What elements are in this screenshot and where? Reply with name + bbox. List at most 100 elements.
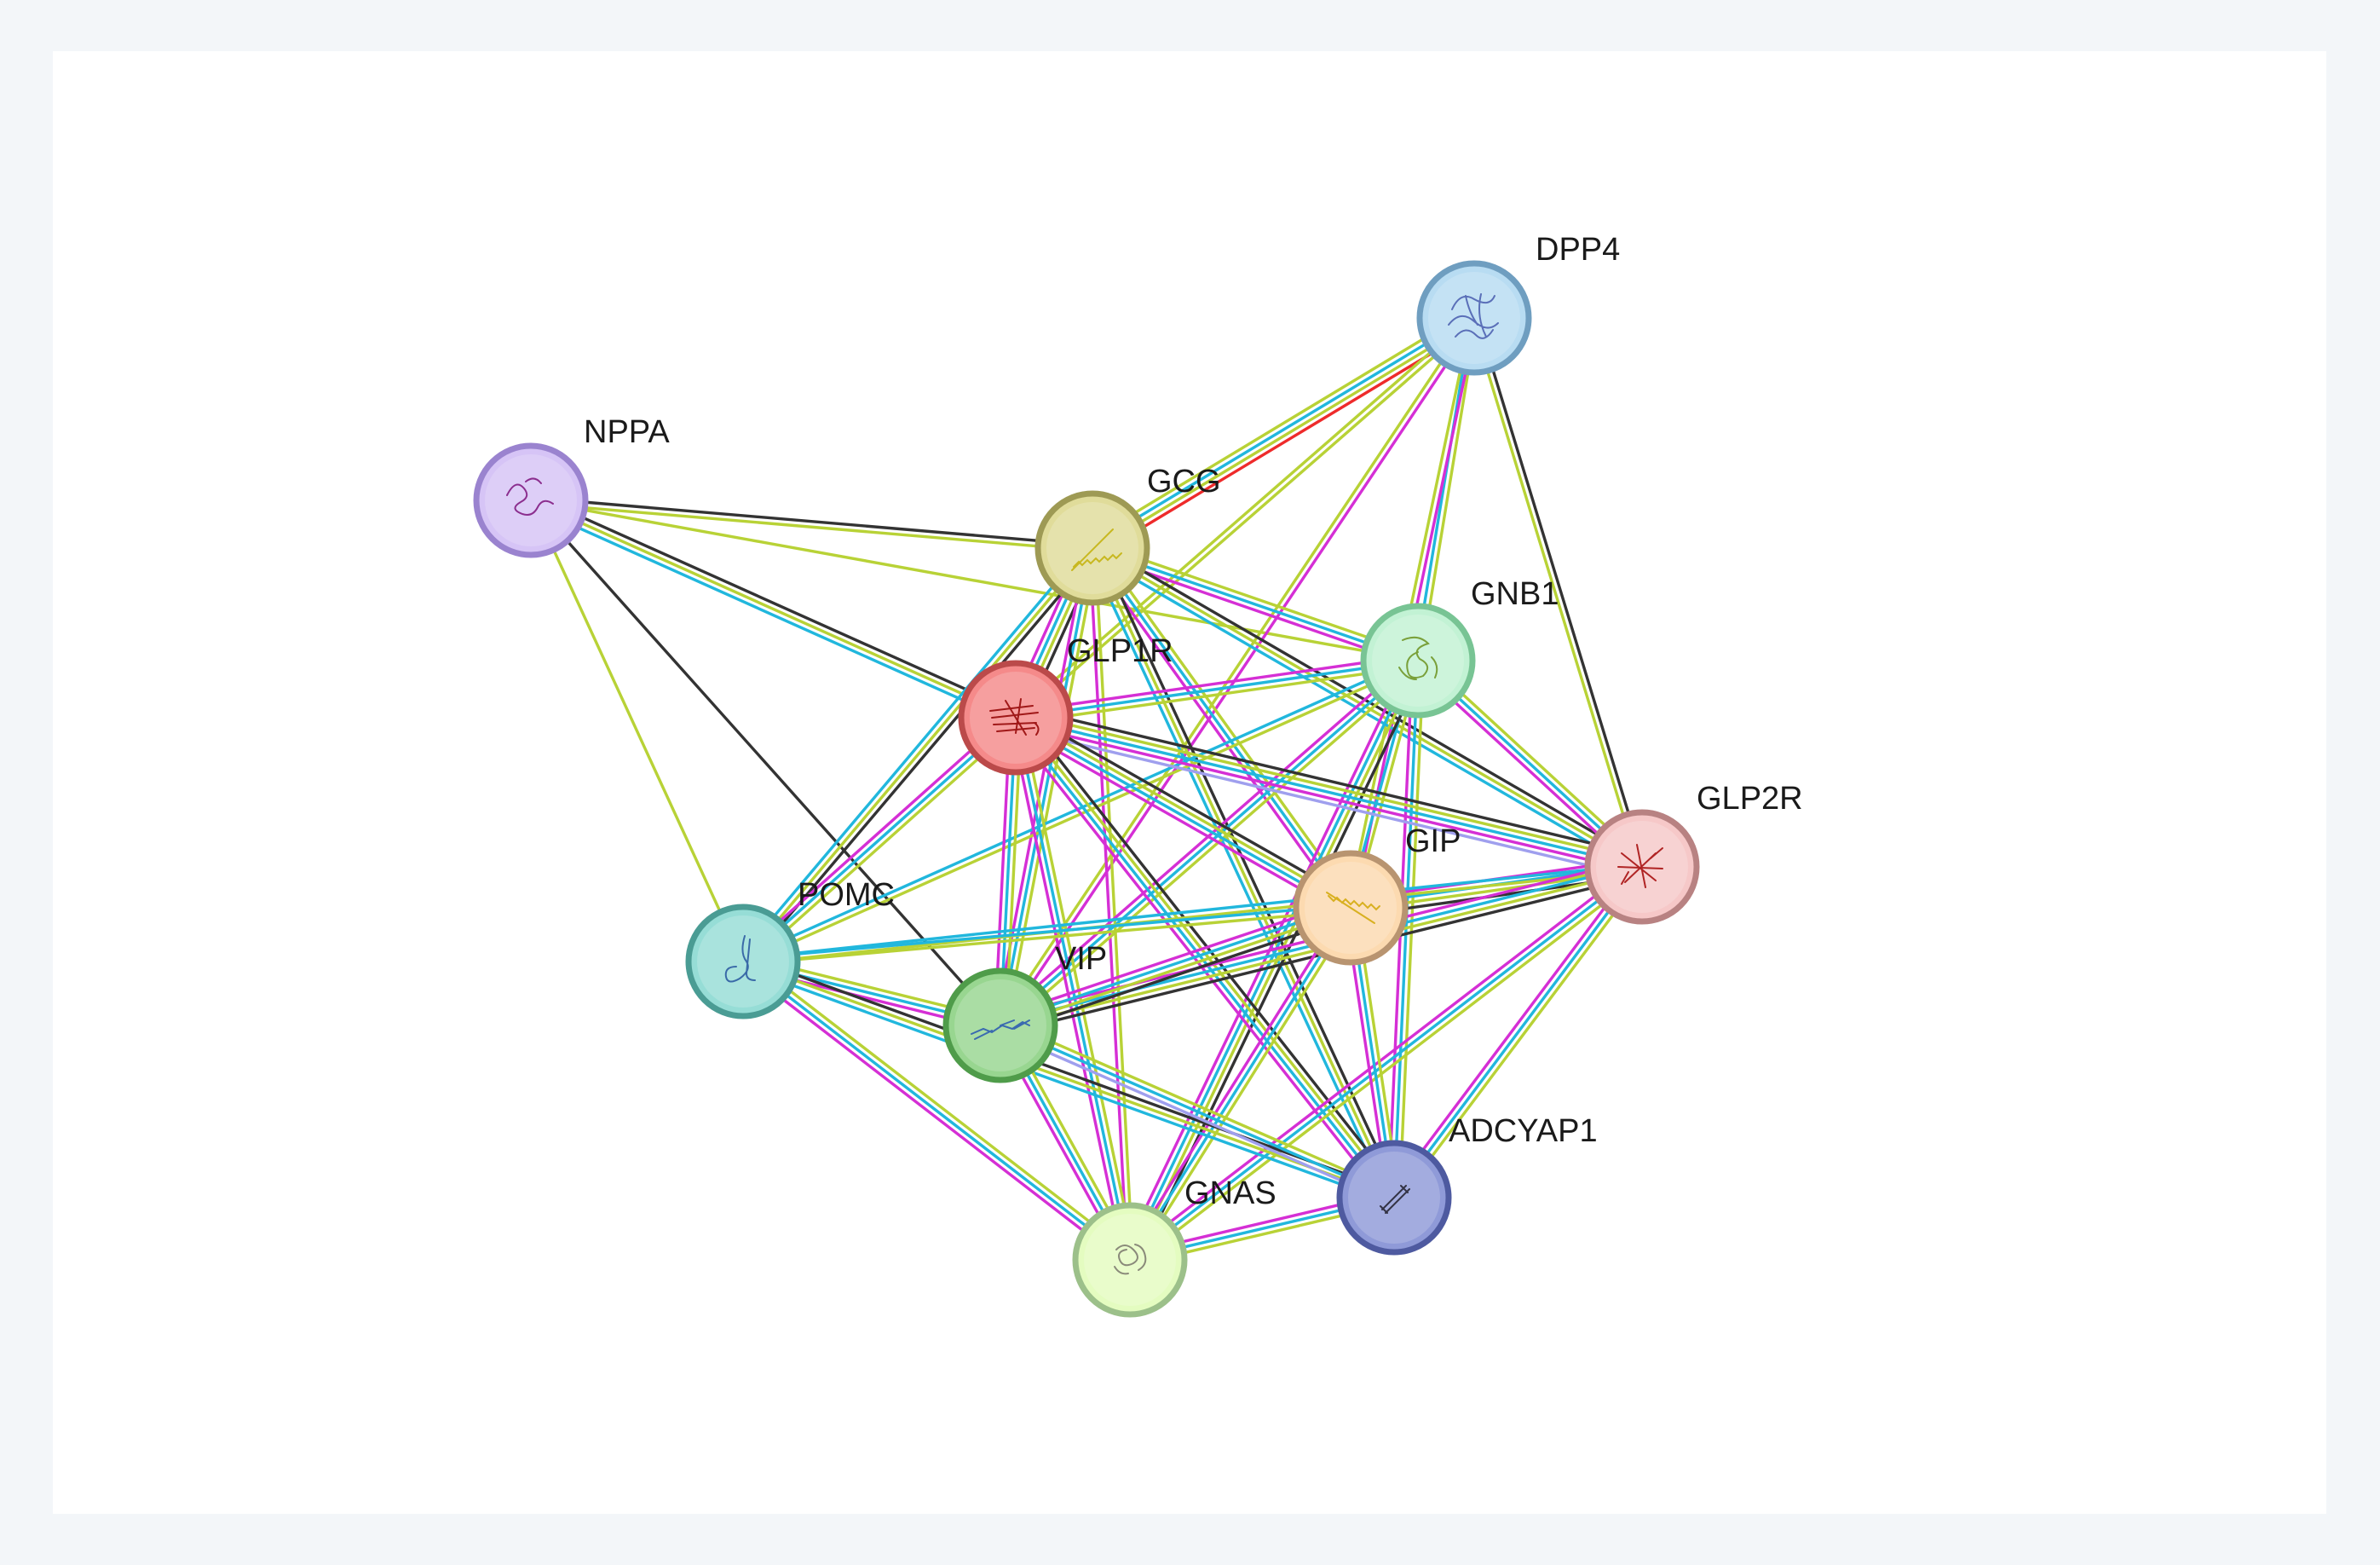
node-glp1r[interactable]: GLP1R (958, 633, 1173, 776)
edge-glp2r-adcyap1[interactable] (1388, 862, 1648, 1203)
edge-line-green (529, 501, 1094, 552)
edge-line-cyan (741, 863, 1644, 961)
edge-nppa-gcg[interactable] (529, 496, 1094, 552)
node-highlight-nppa (485, 454, 577, 546)
edge-nppa-pomc[interactable] (529, 499, 745, 963)
edge-line-black (529, 496, 1094, 547)
edge-line-green (741, 546, 1094, 963)
edge-glp2r-pomc[interactable] (741, 863, 1645, 966)
edge-line-magenta (1001, 318, 1478, 1029)
edge-line-magenta (1125, 861, 1640, 1257)
edge-line-cyan (1014, 716, 1644, 869)
edge-nppa-gnb1[interactable] (529, 499, 1420, 662)
edge-gcg-gnas[interactable] (1088, 546, 1134, 1262)
edge-nppa-glp1r[interactable] (527, 494, 1020, 725)
node-label-nppa[interactable]: NPPA (584, 414, 670, 450)
edge-line-green (1419, 316, 1478, 663)
edge-glp1r-gip[interactable] (1010, 708, 1357, 917)
edge-line-black (529, 499, 1002, 1027)
glp1r-structure-icon (989, 698, 1040, 736)
node-label-adcyap1[interactable]: ADCYAP1 (1449, 1113, 1598, 1149)
node-circle-nppa[interactable] (473, 442, 589, 558)
nppa-structure-icon (506, 477, 554, 516)
node-circle-gnas[interactable] (1072, 1202, 1188, 1318)
edge-pomc-adcyap1[interactable] (740, 955, 1397, 1204)
edge-gip-gnas[interactable] (1123, 903, 1357, 1265)
node-nppa[interactable]: NPPA (473, 414, 670, 558)
edge-gip-vip[interactable] (996, 898, 1355, 1035)
edge-line-black (1001, 914, 1355, 1035)
node-glp2r[interactable]: GLP2R (1584, 781, 1803, 925)
node-label-glp2r[interactable]: GLP2R (1697, 781, 1803, 817)
edge-line-cyan (1089, 314, 1475, 547)
node-circle-gnb1[interactable] (1360, 603, 1476, 719)
edge-line-green (1092, 319, 1478, 552)
node-label-vip[interactable]: VIP (1055, 941, 1107, 977)
edge-line-black (1096, 544, 1401, 1197)
node-label-gnas[interactable]: GNAS (1184, 1175, 1276, 1211)
node-adcyap1[interactable]: ADCYAP1 (1336, 1113, 1598, 1256)
edge-line-magenta (1013, 653, 1419, 714)
edge-vip-adcyap1[interactable] (996, 1019, 1398, 1204)
edge-glp1r-glp2r[interactable] (1011, 705, 1646, 880)
edge-line-cyan (527, 504, 1016, 725)
edge-line-magenta (738, 964, 1128, 1266)
edge-gnb1-glp1r[interactable] (1013, 653, 1421, 725)
node-label-gip[interactable]: GIP (1405, 823, 1461, 859)
node-label-pomc[interactable]: POMC (798, 877, 895, 913)
edge-dpp4-glp2r[interactable] (1470, 315, 1646, 869)
edge-pomc-gnas[interactable] (738, 956, 1135, 1266)
edge-dpp4-gcg[interactable] (1086, 309, 1480, 557)
edge-line-green (996, 315, 1473, 1025)
edge-line-cyan (740, 965, 1394, 1204)
edge-line-cyan (999, 546, 1094, 1027)
edge-line-green (1086, 309, 1472, 543)
edge-line-green (1016, 714, 1398, 1198)
edge-line-magenta (1012, 721, 1643, 875)
node-dpp4[interactable]: DPP4 (1416, 232, 1620, 376)
edge-line-green (529, 499, 745, 963)
node-highlight-gcg (1046, 502, 1138, 594)
edge-line-black (743, 955, 1397, 1194)
node-gcg[interactable]: GCG (1034, 464, 1221, 606)
edge-gip-pomc[interactable] (741, 904, 1352, 966)
node-gnb1[interactable]: GNB1 (1360, 576, 1559, 719)
edge-gcg-gip[interactable] (1086, 543, 1357, 913)
edge-glp2r-gnas[interactable] (1125, 861, 1647, 1266)
edge-dpp4-vip[interactable] (996, 315, 1478, 1029)
node-label-glp1r[interactable]: GLP1R (1067, 633, 1173, 669)
edge-line-black (1017, 705, 1646, 858)
node-circle-gcg[interactable] (1034, 490, 1150, 606)
vip-structure-icon (971, 1019, 1030, 1040)
node-vip[interactable]: VIP (942, 941, 1107, 1083)
gcg-structure-icon (1071, 528, 1122, 571)
edge-line-green (1397, 659, 1426, 1199)
edge-line-green (745, 720, 1022, 967)
edge-gcg-pomc[interactable] (737, 543, 1098, 967)
edge-line-green (1095, 543, 1357, 906)
node-circle-pomc[interactable] (685, 904, 801, 1019)
node-gnas[interactable]: GNAS (1072, 1175, 1276, 1318)
gnb1-structure-icon (1398, 636, 1438, 680)
edge-line-green (1397, 869, 1648, 1203)
edge-line-green (1015, 710, 1645, 863)
node-gip[interactable]: GIP (1293, 823, 1461, 966)
edge-line-magenta (737, 712, 1014, 959)
edge-line-magenta (996, 898, 1350, 1019)
edge-nppa-vip[interactable] (529, 499, 1002, 1027)
edge-line-green (745, 956, 1135, 1257)
edge-line-lavender (996, 1029, 1394, 1204)
node-label-gcg[interactable]: GCG (1147, 464, 1221, 500)
edge-line-cyan (741, 960, 1132, 1262)
dpp4-structure-icon (1448, 293, 1499, 339)
node-label-gnb1[interactable]: GNB1 (1471, 576, 1559, 612)
edge-glp1r-gnas[interactable] (1008, 714, 1138, 1263)
edge-dpp4-gnb1[interactable] (1414, 315, 1478, 663)
node-label-dpp4[interactable]: DPP4 (1536, 232, 1620, 268)
node-pomc[interactable]: POMC (685, 877, 895, 1019)
edge-glp1r-pomc[interactable] (737, 712, 1022, 967)
edge-line-cyan (741, 904, 1352, 961)
edge-line-black (746, 550, 1098, 967)
